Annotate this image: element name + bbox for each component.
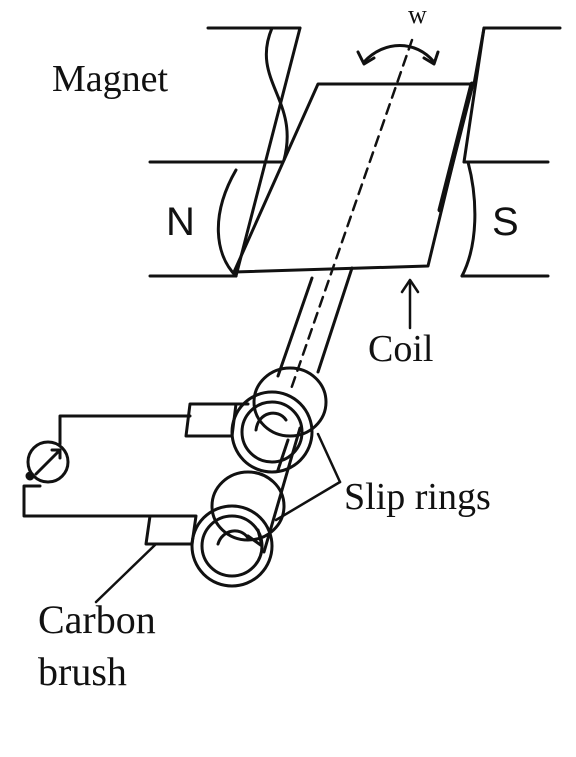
south-pole-magnet [460, 26, 562, 278]
south-pole-label: S [492, 200, 519, 244]
lower-slip-ring [190, 470, 286, 588]
external-circuit [22, 414, 192, 518]
coil [232, 81, 475, 274]
shaft [276, 266, 354, 378]
lower-carbon-brush [144, 514, 198, 546]
ring-connector-inner [276, 438, 290, 472]
upper-carbon-brush [184, 402, 250, 438]
north-pole-label: N [166, 200, 195, 244]
carbon-brush-pointer [94, 542, 158, 604]
galvanometer-icon [25, 440, 70, 484]
slip-rings-pointer [274, 432, 342, 522]
carbon-brush-label-line1: Carbon [38, 597, 156, 642]
coil-label: Coil [368, 328, 434, 370]
upper-slip-ring [230, 366, 328, 474]
ring-connector [262, 426, 302, 554]
coil-pointer [400, 278, 420, 330]
north-pole-magnet [148, 26, 302, 278]
magnet-label: Magnet [52, 58, 169, 100]
rotation-axis [288, 38, 414, 394]
carbon-brush-label-line2: brush [38, 649, 127, 694]
angular-velocity-label: w [408, 0, 427, 29]
slip-rings-label: Slip rings [344, 476, 491, 518]
rotation-arrow [356, 44, 440, 66]
